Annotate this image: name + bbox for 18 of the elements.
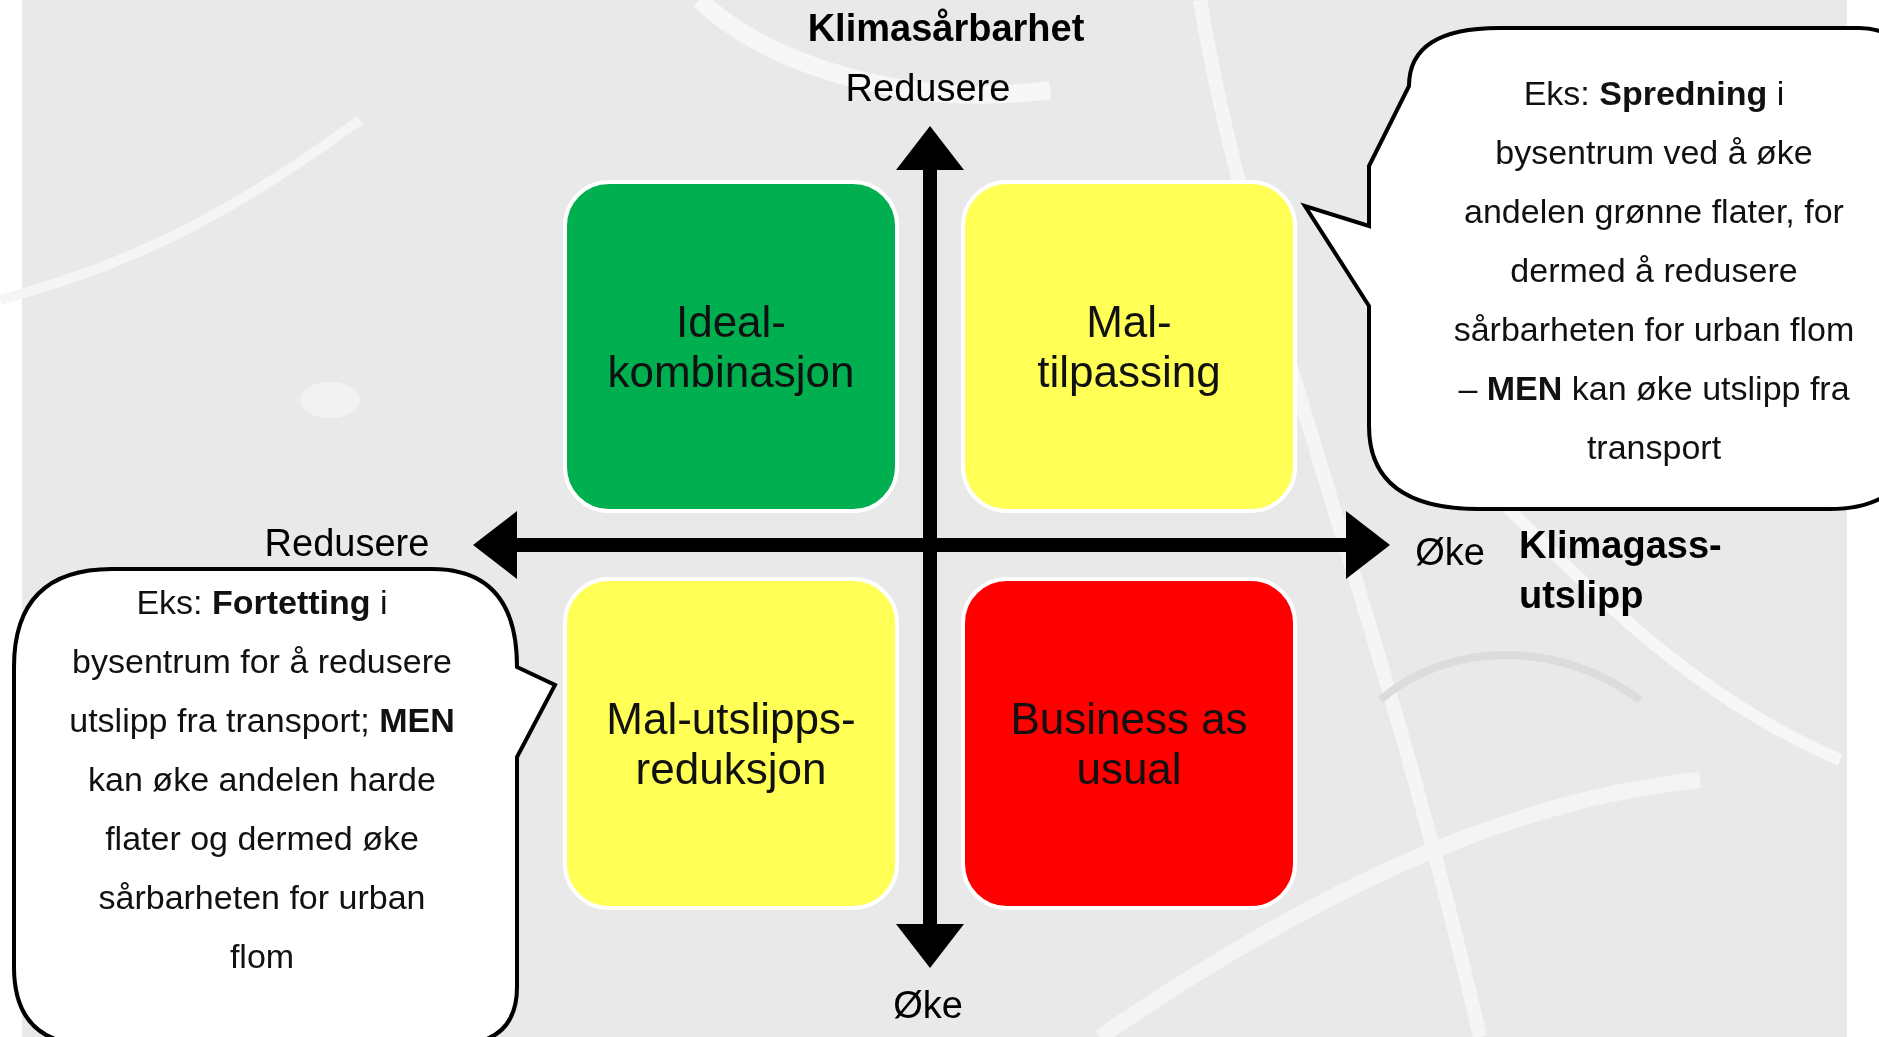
axis-label: Redusere [845,66,1011,110]
quadrant-label: Mal-tilpassing [1036,296,1222,397]
speech-bubble [12,567,558,1037]
axis-title: Klimasårbarhet [807,6,1085,50]
quadrant-box [961,577,1297,910]
callout-text: Eks: Spredning i bysentrum ved å øke andelen grønne flater, for dermed å redusere sårbarheten for urban flom – MEN kan øke utslipp fra transport [1452,73,1856,468]
speech-bubble [1299,26,1879,511]
axis-label: Redusere [264,521,430,565]
quadrant-label: Business as usual [1009,693,1249,794]
quadrant-label: Ideal-kombinasjon [606,296,856,397]
quadrant-label: Mal-utslipps-reduksjon [605,693,857,794]
axis-title: Klimagass-utslipp [1519,523,1723,618]
callout-text: Eks: Fortetting i bysentrum for å redusere utslipp fra transport; MEN kan øke andelen harde flater og dermed øke sårbarheten for urban flom [68,582,456,977]
quadrant-box [563,577,899,910]
axis-label: Øke [1415,530,1485,574]
axis-label: Øke [893,983,963,1027]
quadrant-box [961,180,1297,513]
quadrant-box [563,180,899,513]
